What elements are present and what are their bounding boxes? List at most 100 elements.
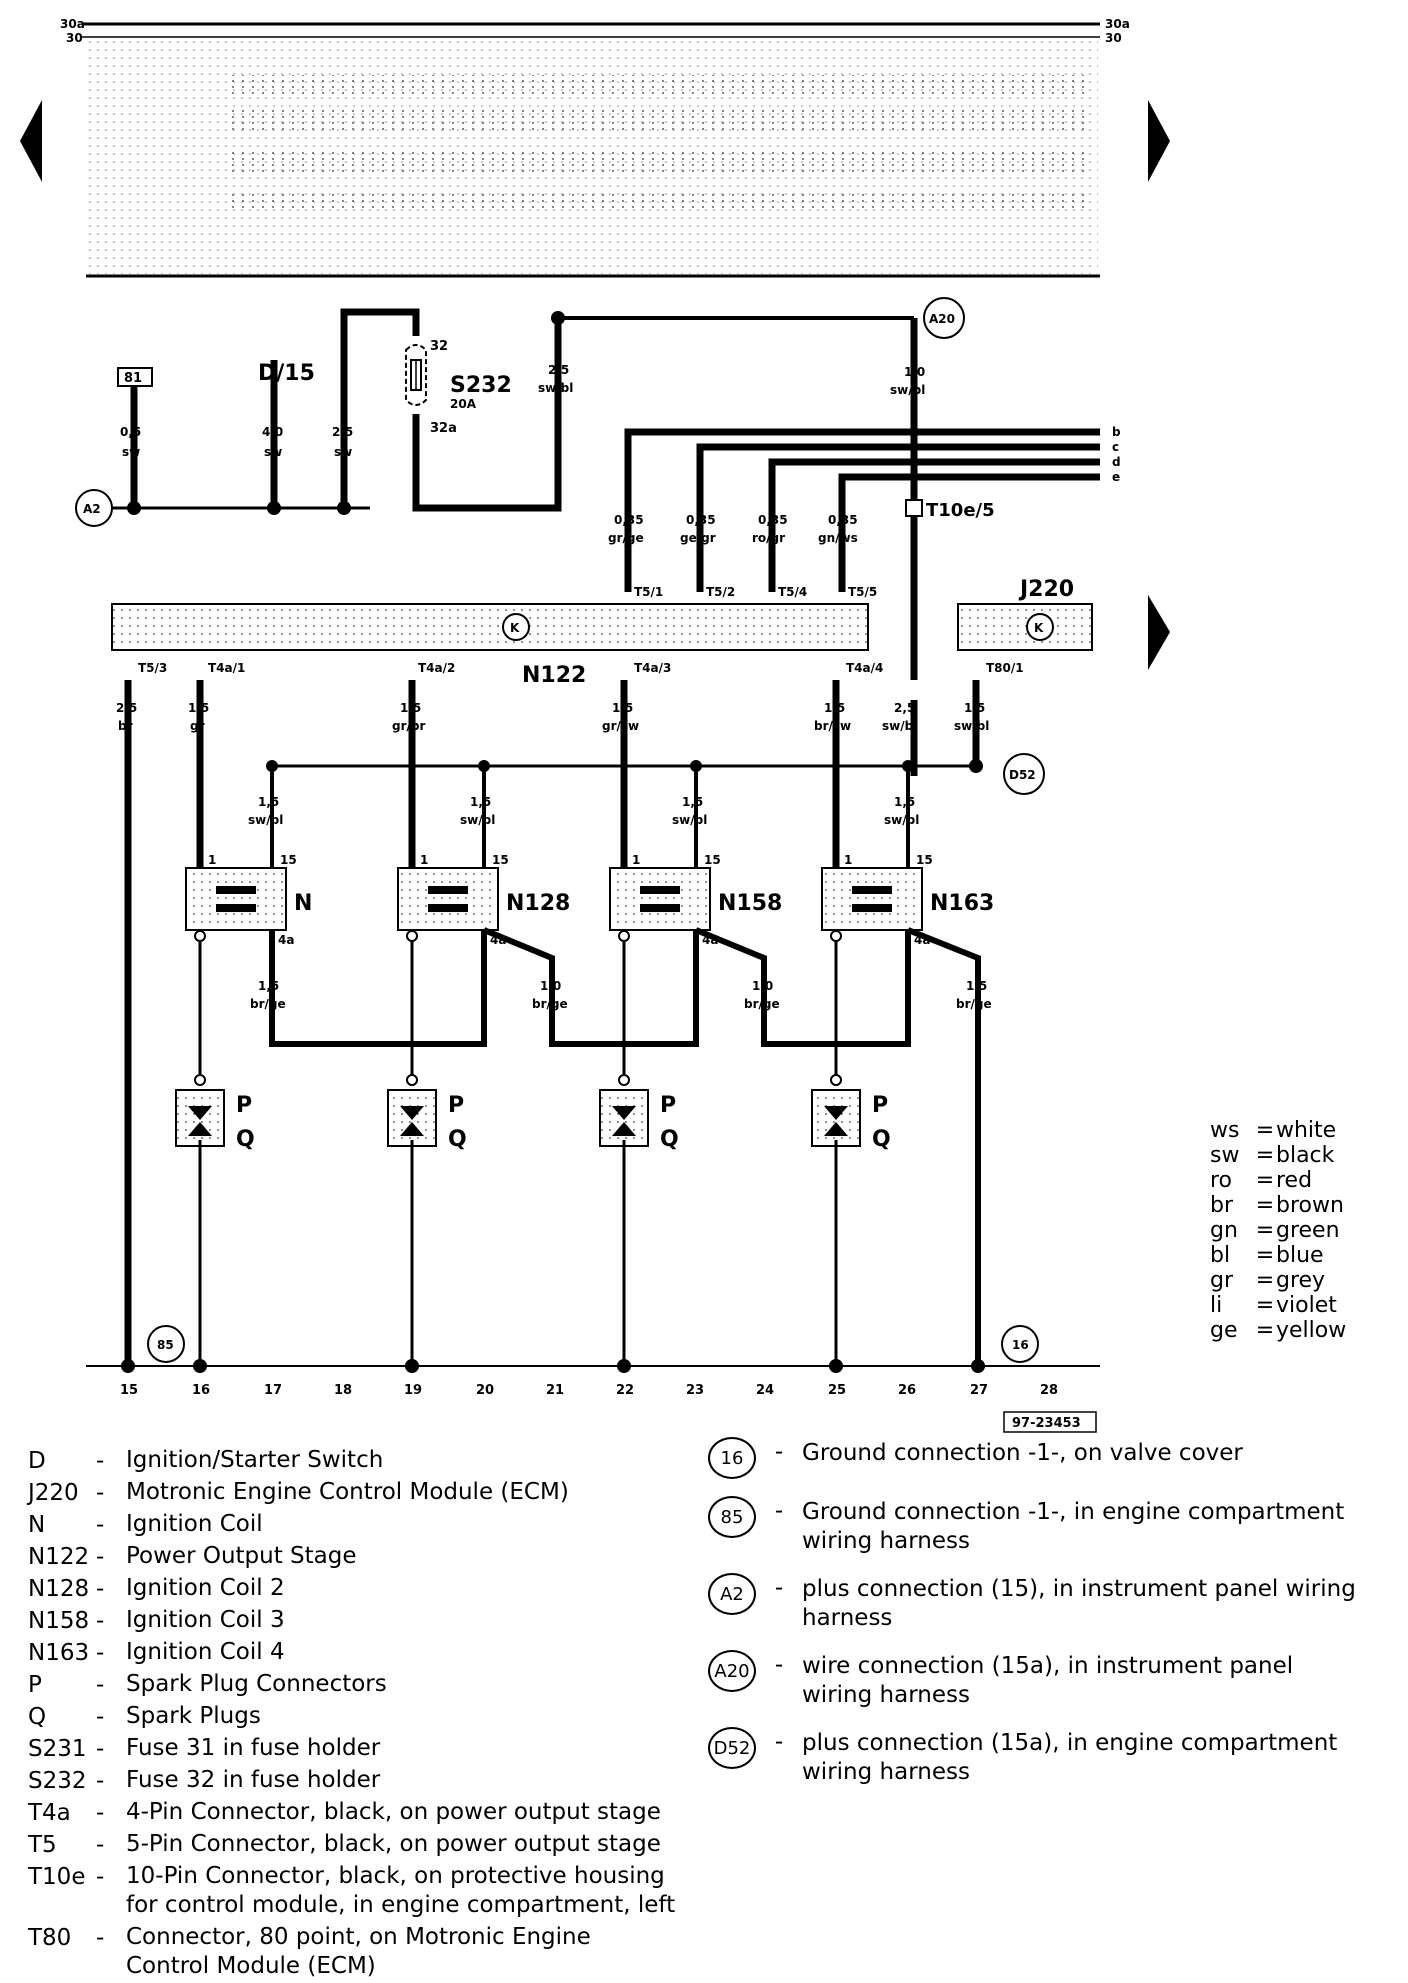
- junction-dots: [127, 311, 565, 515]
- fuse-pin-in: 32: [430, 339, 448, 354]
- svg-text:T4a/4: T4a/4: [846, 661, 883, 675]
- svg-text:gr: gr: [190, 719, 205, 733]
- spark-plug-3: PQ: [599, 1074, 679, 1152]
- svg-text:2,5: 2,5: [894, 701, 915, 715]
- svg-text:br/sw: br/sw: [814, 719, 851, 733]
- svg-text:16: 16: [192, 1383, 210, 1398]
- svg-text:P: P: [448, 1093, 464, 1118]
- svg-text:1,5: 1,5: [258, 795, 279, 809]
- svg-text:1,5: 1,5: [188, 701, 209, 715]
- svg-text:T5/4: T5/4: [778, 585, 807, 599]
- wire-labels-lower: 2,5br 1,5gr 1,5gr/br 1,5gr/sw 1,5br/sw 2…: [116, 701, 992, 1011]
- legend-row: P-Spark Plug Connectors: [28, 1671, 387, 1698]
- fuse-label: S232: [450, 373, 512, 398]
- svg-text:sw/bl: sw/bl: [538, 381, 573, 395]
- legend-row: S232-Fuse 32 in fuse holder: [28, 1767, 381, 1794]
- track-numbers: 15 16 17 18 19 20 21 22 23 24 25 26 27 2…: [120, 1383, 1058, 1398]
- legend-row: T80-Connector, 80 point, on Motronic Eng…: [28, 1924, 591, 1979]
- bus-30a-left: 30a: [60, 17, 85, 31]
- svg-text:sw/bl: sw/bl: [890, 383, 925, 397]
- coil-n158-label: N158: [718, 891, 782, 916]
- svg-text:4a: 4a: [278, 933, 294, 947]
- wiring-diagram: 30a 30 30a 30: [20, 17, 1170, 1433]
- svg-text:15: 15: [492, 853, 509, 867]
- svg-text:ge/gr: ge/gr: [680, 531, 716, 545]
- svg-text:28: 28: [1040, 1383, 1058, 1398]
- svg-text:0,35: 0,35: [614, 513, 644, 527]
- next-page-arrow-lower[interactable]: [1148, 595, 1170, 670]
- svg-text:sw: sw: [334, 445, 352, 459]
- svg-text:1,5: 1,5: [682, 795, 703, 809]
- spark-plug-2: PQ: [387, 1074, 467, 1152]
- circle-a20: A20: [929, 312, 955, 326]
- svg-text:e: e: [1112, 470, 1120, 484]
- color-key-row: ws=white: [1210, 1118, 1337, 1143]
- svg-text:T5/2: T5/2: [706, 585, 735, 599]
- svg-text:27: 27: [970, 1383, 988, 1398]
- svg-text:gr/ge: gr/ge: [608, 531, 644, 545]
- svg-text:ro/gr: ro/gr: [752, 531, 785, 545]
- bus-30-left: 30: [66, 31, 83, 45]
- coil-n-label: N: [294, 891, 312, 916]
- svg-text:2,5: 2,5: [332, 425, 353, 439]
- svg-text:d: d: [1112, 455, 1121, 469]
- terminal-81: 81: [124, 371, 142, 386]
- prev-page-arrow[interactable]: [20, 100, 42, 182]
- svg-text:15: 15: [916, 853, 933, 867]
- figure-id-box: [1003, 1411, 1097, 1433]
- svg-text:K: K: [510, 621, 520, 635]
- svg-text:T5/5: T5/5: [848, 585, 877, 599]
- color-key-row: li=violet: [1210, 1293, 1337, 1318]
- spark-plug-1: PQ: [175, 1074, 255, 1152]
- svg-text:P: P: [660, 1093, 676, 1118]
- svg-text:17: 17: [264, 1383, 282, 1398]
- connection-legend-row: 16-Ground connection -1-, on valve cover: [690, 1437, 1370, 1479]
- svg-text:1,5: 1,5: [966, 979, 987, 993]
- svg-text:26: 26: [898, 1383, 916, 1398]
- plus-a2-icon: A2: [708, 1573, 756, 1615]
- t5-connectors: T5/1 T5/2 T5/4 T5/5: [634, 585, 877, 599]
- legend-row: N163-Ignition Coil 4: [28, 1639, 285, 1666]
- fuse-rating: 20A: [450, 397, 477, 411]
- j220-box: K J220: [957, 577, 1093, 651]
- svg-text:1,5: 1,5: [470, 795, 491, 809]
- svg-text:c: c: [1112, 440, 1119, 454]
- svg-text:T5/3: T5/3: [138, 661, 167, 675]
- svg-text:1,5: 1,5: [258, 979, 279, 993]
- coil-n128-label: N128: [506, 891, 570, 916]
- legend-row: S231-Fuse 31 in fuse holder: [28, 1735, 381, 1762]
- svg-text:1: 1: [844, 853, 852, 867]
- svg-text:br/ge: br/ge: [532, 997, 568, 1011]
- svg-text:T80/1: T80/1: [986, 661, 1024, 675]
- svg-text:P: P: [872, 1093, 888, 1118]
- next-page-arrow[interactable]: [1148, 100, 1170, 182]
- svg-text:1,0: 1,0: [904, 365, 925, 379]
- svg-text:1,5: 1,5: [612, 701, 633, 715]
- svg-text:T4a/3: T4a/3: [634, 661, 671, 675]
- svg-text:br/ge: br/ge: [956, 997, 992, 1011]
- legend-row: Q-Spark Plugs: [28, 1703, 261, 1730]
- svg-text:sw/bl: sw/bl: [884, 813, 919, 827]
- legend-row: D-Ignition/Starter Switch: [28, 1447, 384, 1474]
- svg-text:15: 15: [704, 853, 721, 867]
- svg-text:4a: 4a: [490, 933, 506, 947]
- svg-text:1: 1: [420, 853, 428, 867]
- svg-text:22: 22: [616, 1383, 634, 1398]
- color-key: ws=white sw=black ro=red br=brown gn=gre…: [1210, 1118, 1346, 1343]
- legend-row: J220-Motronic Engine Control Module (ECM…: [28, 1479, 569, 1506]
- legend-row: T5-5-Pin Connector, black, on power outp…: [28, 1831, 661, 1858]
- svg-text:br/ge: br/ge: [250, 997, 286, 1011]
- svg-text:1,5: 1,5: [964, 701, 985, 715]
- color-key-row: gn=green: [1210, 1218, 1340, 1243]
- ignition-coil-n128: 1 15 4a N128: [397, 853, 570, 947]
- svg-text:Q: Q: [872, 1127, 891, 1152]
- svg-text:0,35: 0,35: [828, 513, 858, 527]
- color-key-row: gr=grey: [1210, 1268, 1326, 1293]
- svg-text:0,35: 0,35: [686, 513, 716, 527]
- legend-row: N128-Ignition Coil 2: [28, 1575, 285, 1602]
- t10e-connector: [905, 499, 923, 517]
- svg-text:T5/1: T5/1: [634, 585, 663, 599]
